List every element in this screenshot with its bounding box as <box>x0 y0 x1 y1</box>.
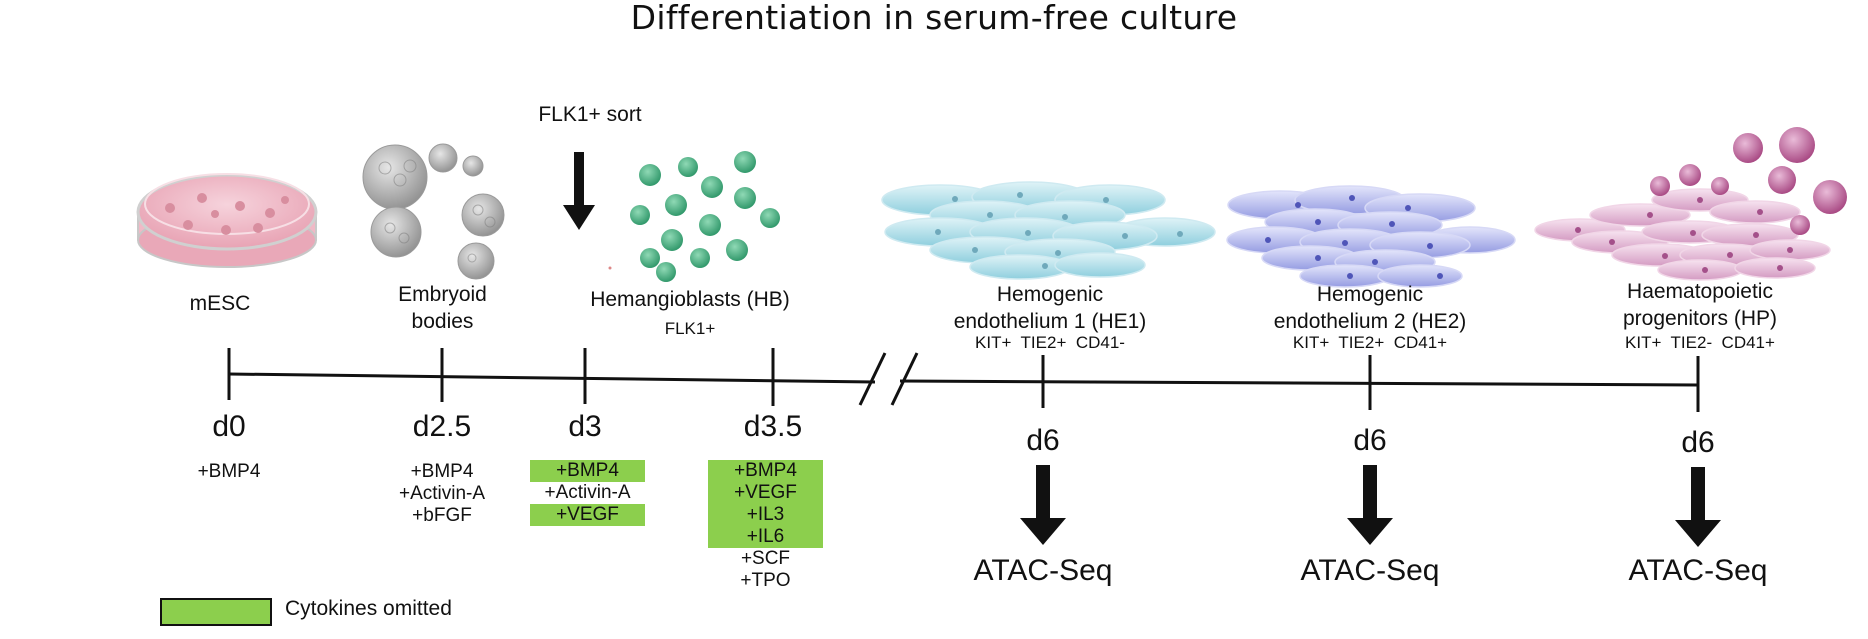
timepoint-d6-he1: d6 <box>1026 424 1060 457</box>
stage-label-line: Haematopoietic <box>1627 280 1773 303</box>
timepoint-d2-5: d2.5 <box>412 410 472 443</box>
timepoint-d6-hp: d6 <box>1681 426 1715 459</box>
stage-label-line: endothelium 2 (HE2) <box>1273 310 1467 333</box>
cytokines-d2-5: +BMP4 +Activin-A +bFGF <box>367 461 517 527</box>
stage-label-embryoid-bodies: Embryoid bodies <box>360 281 525 335</box>
atac-seq-label-hp: ATAC-Seq <box>1628 554 1768 587</box>
timeline <box>227 348 1700 412</box>
stage-label-mesc: mESC <box>189 292 251 315</box>
cytokines-d3: +BMP4 +Activin-A +VEGF <box>530 460 645 526</box>
legend-label: Cytokines omitted <box>285 597 452 620</box>
stage-label-line: endothelium 1 (HE1) <box>953 310 1147 333</box>
cytokine-item-omitted: +BMP4 <box>708 460 823 482</box>
cytokine-item-omitted: +IL3 <box>708 504 823 526</box>
sort-arrow-icon <box>563 152 595 230</box>
cytokine-item: +Activin-A <box>544 482 631 503</box>
stage-markers-he2: KIT+ TIE2+ CD41+ <box>1292 333 1448 352</box>
stage-label-he2: Hemogenic endothelium 2 (HE2) <box>1220 281 1520 335</box>
timepoint-d0: d0 <box>212 410 246 443</box>
stage-label-hemangioblasts: Hemangioblasts (HB) <box>590 288 790 311</box>
stage-markers-he1: KIT+ TIE2+ CD41- <box>975 333 1125 352</box>
sort-label: FLK1+ sort <box>538 103 642 126</box>
timepoint-d3-5: d3.5 <box>743 410 803 443</box>
cytokine-item-omitted: +VEGF <box>530 504 645 526</box>
cytokine-item-omitted: +VEGF <box>708 482 823 504</box>
atac-seq-label-he2: ATAC-Seq <box>1300 554 1440 587</box>
timepoint-d3: d3 <box>568 410 602 443</box>
cytokine-item-omitted: +IL6 <box>708 526 823 548</box>
haematopoietic-progenitors-icon <box>1534 127 1847 281</box>
hemogenic-endothelium-1-icon <box>881 181 1216 280</box>
legend-swatch <box>160 598 272 626</box>
petri-dish-icon <box>136 173 318 268</box>
stage-markers-hb: FLK1+ <box>664 319 716 338</box>
cytokine-item: +BMP4 <box>410 461 474 482</box>
cytokine-item: +bFGF <box>412 505 472 526</box>
stage-label-line: Hemogenic <box>1316 283 1424 306</box>
stage-label-line: Hemogenic <box>996 283 1104 306</box>
hemogenic-endothelium-2-icon <box>1226 185 1516 288</box>
stage-label-hp: Haematopoietic progenitors (HP) <box>1570 278 1830 332</box>
cytokine-item: +Activin-A <box>398 483 486 504</box>
cytokine-item-omitted: +BMP4 <box>530 460 645 482</box>
cytokine-item: +BMP4 <box>197 461 261 482</box>
stage-label-line: progenitors (HP) <box>1622 307 1778 330</box>
atac-seq-label-he1: ATAC-Seq <box>973 554 1113 587</box>
stage-markers-hp: KIT+ TIE2- CD41+ <box>1625 333 1775 352</box>
timepoint-d6-he2: d6 <box>1353 424 1387 457</box>
cytokine-item: +TPO <box>740 570 791 591</box>
atac-arrow-icon <box>1020 465 1721 547</box>
hemangioblasts-icon <box>608 151 780 282</box>
stage-label-he1: Hemogenic endothelium 1 (HE1) <box>900 281 1200 335</box>
cytokines-d3-5: +BMP4 +VEGF +IL3 +IL6 +SCF +TPO <box>708 460 823 592</box>
cytokine-item: +SCF <box>740 548 791 569</box>
cytokines-d0: +BMP4 <box>169 461 289 483</box>
diagram-title: Differentiation in serum-free culture <box>630 0 1238 37</box>
stage-label-line: Embryoid <box>398 283 487 306</box>
stage-label-line: bodies <box>411 310 474 333</box>
